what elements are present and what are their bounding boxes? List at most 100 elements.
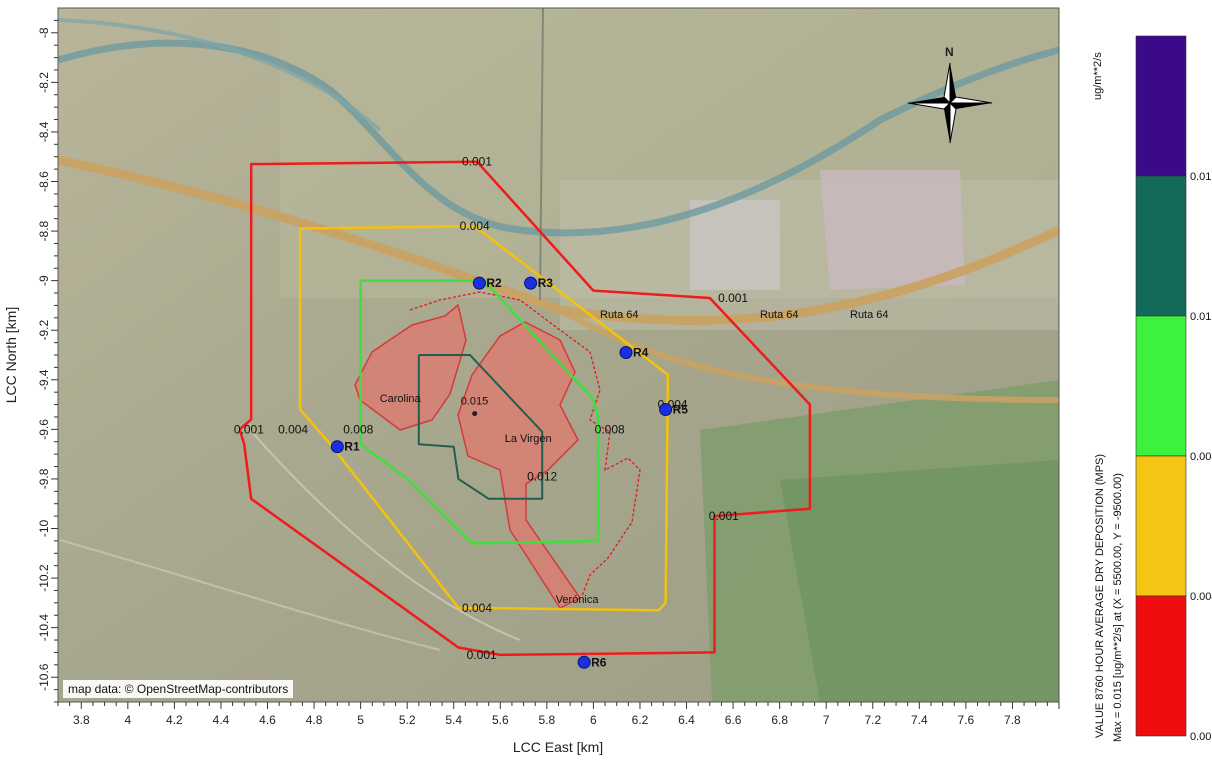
north-arrow-label: N xyxy=(945,45,954,59)
contour-label: 0.004 xyxy=(462,601,492,615)
contour-label: 0.004 xyxy=(460,219,490,233)
contour-0-001 xyxy=(238,160,812,657)
x-tick-label: 7.4 xyxy=(911,713,928,727)
contour-label: 0.012 xyxy=(527,469,557,483)
x-tick-label: 4.2 xyxy=(166,713,183,727)
y-tick-label: -10.6 xyxy=(37,663,51,691)
x-tick-label: 4.6 xyxy=(259,713,276,727)
x-tick-label: 7.8 xyxy=(1004,713,1021,727)
x-axis-title: LCC East [km] xyxy=(513,739,603,755)
contour-0-012 xyxy=(417,354,544,500)
area-label: Verónica xyxy=(556,594,600,606)
legend-subtitle: Max = 0.015 [ug/m**2/s] at (X = 5500.00,… xyxy=(1112,473,1124,742)
area-la-virgen xyxy=(457,321,582,609)
legend-bin-label: 0.015 xyxy=(1190,171,1212,183)
road-label: Ruta 64 xyxy=(760,309,799,321)
x-tick-label: 7.6 xyxy=(958,713,975,727)
map-attribution: map data: © OpenStreetMap-contributors xyxy=(63,680,294,698)
legend-bin xyxy=(1135,35,1187,177)
receptor-label: R4 xyxy=(633,346,649,360)
y-tick-label: -10 xyxy=(37,520,51,538)
y-tick-label: -9 xyxy=(37,275,51,286)
x-tick-label: 6.2 xyxy=(632,713,649,727)
y-tick-label: -8.4 xyxy=(37,121,51,142)
max-point-label: 0.015 xyxy=(461,396,489,408)
receptor-marker[interactable] xyxy=(330,440,344,454)
legend-title: VALUE 8760 HOUR AVERAGE DRY DEPOSITION (… xyxy=(1094,453,1106,738)
y-tick-label: -9.2 xyxy=(37,320,51,341)
basemap xyxy=(58,8,1059,702)
legend-bin xyxy=(1135,455,1187,597)
north-arrow-icon xyxy=(907,62,993,144)
y-tick-label: -9.6 xyxy=(37,419,51,440)
receptor-marker[interactable] xyxy=(619,346,633,359)
contour-label: 0.008 xyxy=(595,422,625,436)
contour-label: 0.008 xyxy=(343,422,373,436)
max-point-marker xyxy=(472,411,478,417)
y-tick-label: -10.4 xyxy=(37,614,51,642)
receptor-label: R5 xyxy=(673,403,689,417)
legend-bin-label: 0.004 xyxy=(1190,591,1212,603)
legend-bin xyxy=(1135,315,1187,457)
contour-0-004 xyxy=(298,224,670,612)
y-tick-label: -8 xyxy=(37,27,51,38)
legend-bin xyxy=(1135,175,1187,317)
y-tick-label: -9.4 xyxy=(37,369,51,390)
x-tick-label: 7.2 xyxy=(864,713,881,727)
legend-bin xyxy=(1135,595,1187,737)
receptor-label: R2 xyxy=(486,276,502,290)
receptor-marker[interactable] xyxy=(659,403,673,416)
contour-labels: 0.001 0.001 0.001 0.001 0.001 0.004 0.004 0.004… xyxy=(234,155,749,662)
receptor-marker[interactable] xyxy=(577,655,591,669)
contour-label: 0.001 xyxy=(467,648,497,662)
x-tick-label: 6.6 xyxy=(725,713,742,727)
y-tick-label: -8.8 xyxy=(37,220,51,241)
legend-unit: ug/m**2/s xyxy=(1092,52,1104,100)
x-tick-label: 3.8 xyxy=(73,713,90,727)
y-axis-ticks: -8 -8.2 -8.4 -8.6 -8.8 -9 -9.2 -9.4 -9.6 -9.8 -10 -… xyxy=(37,19,58,703)
contour-0-008 xyxy=(359,279,600,545)
area-facility-boundary xyxy=(409,291,641,597)
y-tick-label: -10.2 xyxy=(37,564,51,592)
source-areas xyxy=(354,291,641,609)
contour-label: 0.004 xyxy=(278,422,308,436)
y-tick-label: -9.8 xyxy=(37,468,51,489)
y-tick-label: -8.6 xyxy=(37,171,51,192)
x-tick-label: 6.8 xyxy=(771,713,788,727)
x-tick-label: 5.8 xyxy=(539,713,556,727)
road-label: Ruta 64 xyxy=(850,309,889,321)
receptor-label: R6 xyxy=(591,655,607,669)
legend-bin-label: 0.012 xyxy=(1190,311,1212,323)
x-tick-label: 7 xyxy=(823,713,830,727)
contour-label: 0.001 xyxy=(709,509,739,523)
receptor-marker[interactable] xyxy=(524,276,538,290)
x-tick-label: 4.8 xyxy=(306,713,323,727)
x-tick-label: 4 xyxy=(124,713,131,727)
x-tick-label: 4.4 xyxy=(213,713,230,727)
y-axis-title: LCC North [km] xyxy=(3,307,19,403)
contour-label: 0.001 xyxy=(462,155,492,169)
area-label: Carolina xyxy=(380,393,422,405)
x-tick-label: 5 xyxy=(357,713,364,727)
deposition-contours xyxy=(238,160,812,657)
x-tick-label: 5.4 xyxy=(445,713,462,727)
legend-color-bar xyxy=(1135,35,1187,737)
receptor-label: R1 xyxy=(344,440,360,454)
x-tick-label: 6 xyxy=(590,713,597,727)
legend-bin-label: 0.008 xyxy=(1190,451,1212,463)
road-label: Ruta 64 xyxy=(600,309,639,321)
receptor-label: R3 xyxy=(538,276,554,290)
contour-label: 0.001 xyxy=(234,422,264,436)
contour-label: 0.001 xyxy=(718,291,748,305)
area-label: La Virgen xyxy=(505,433,552,445)
receptor-marker[interactable] xyxy=(472,276,486,290)
x-tick-label: 5.2 xyxy=(399,713,416,727)
legend-bin-label: 0.001 xyxy=(1190,731,1212,743)
area-carolina xyxy=(354,303,467,431)
y-tick-label: -8.2 xyxy=(37,72,51,93)
industrial-area xyxy=(820,170,965,290)
